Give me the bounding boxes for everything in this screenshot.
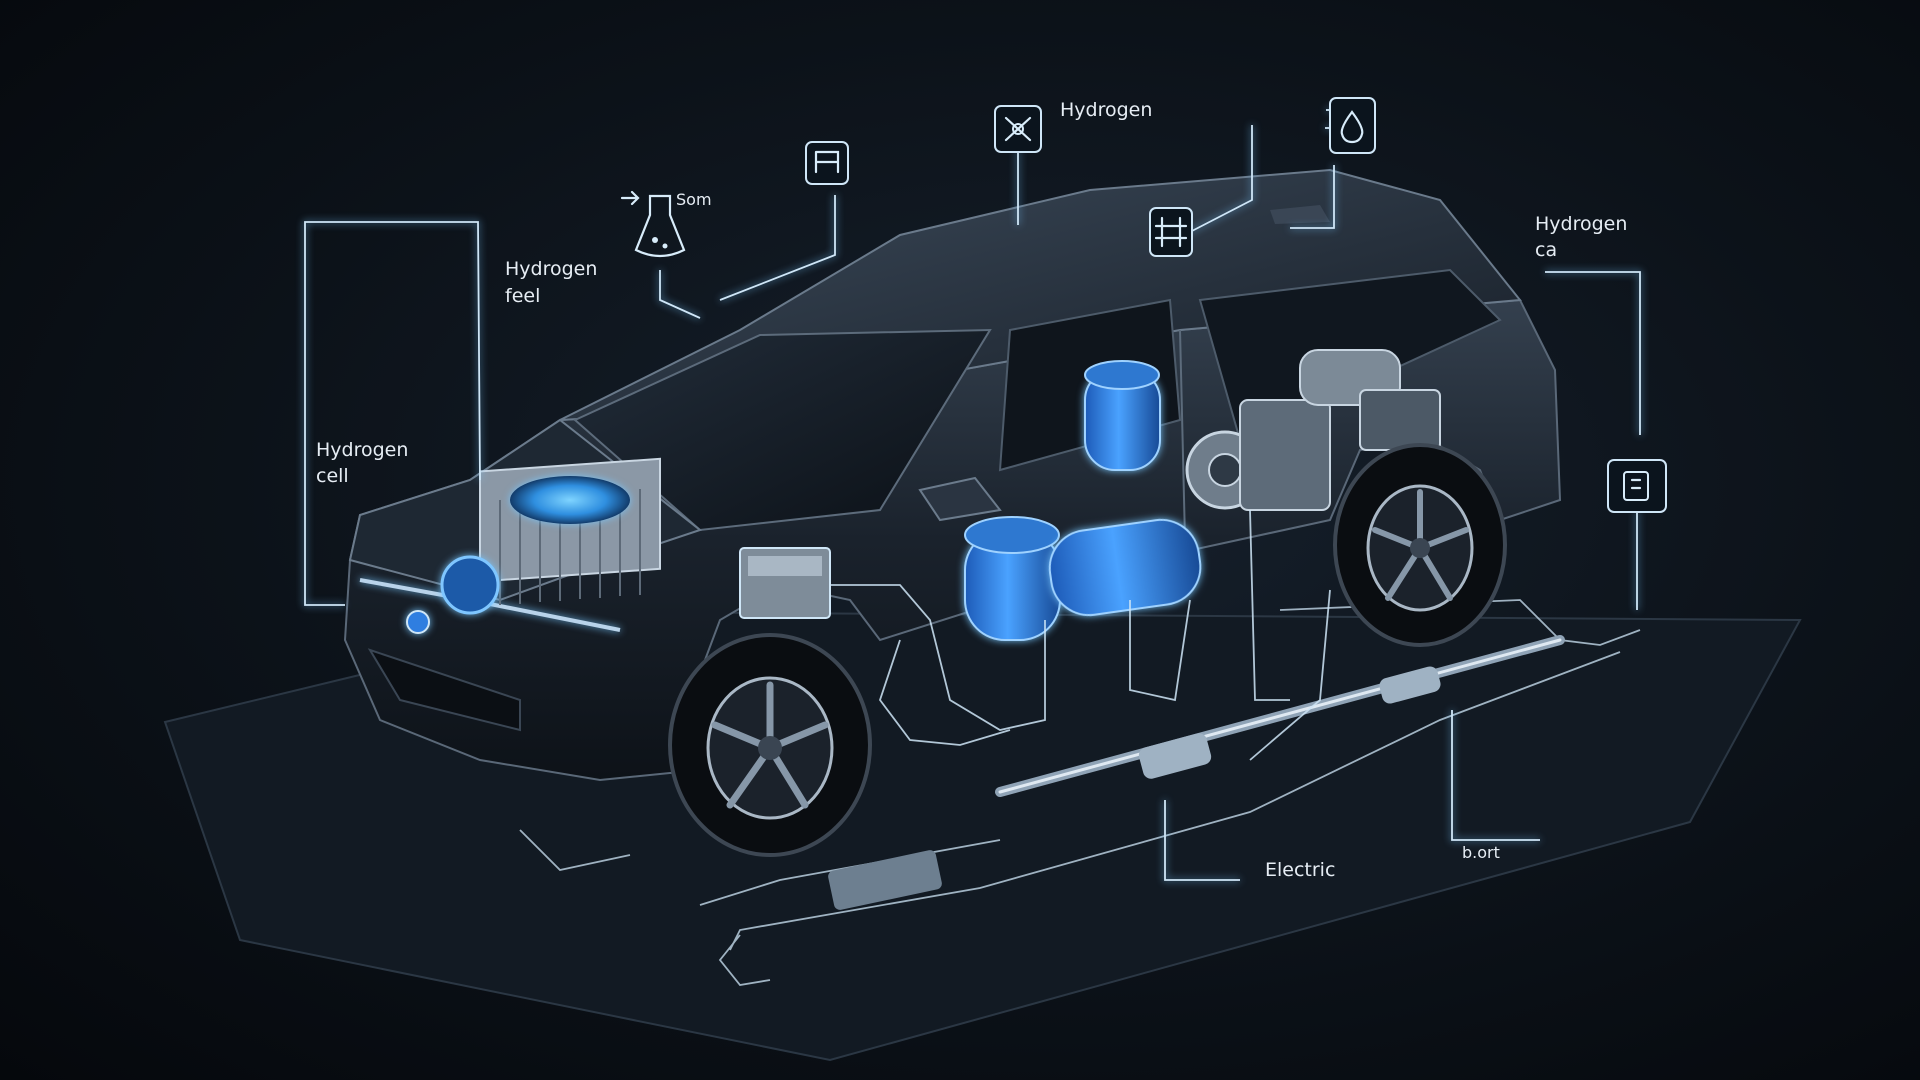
brand-logo	[406, 610, 430, 634]
fan-icon	[994, 105, 1042, 153]
rear-wheel	[1333, 443, 1507, 647]
drive-shaft	[828, 635, 1565, 910]
label-hydrogen-cell-line1: Hydrogen	[316, 439, 408, 461]
charger-icon	[1607, 459, 1667, 513]
callout-leaders	[304, 109, 1641, 881]
label-som: Som	[676, 190, 712, 209]
hydrogen-tanks	[964, 360, 1202, 641]
fuel-cell-stack	[440, 457, 661, 615]
label-hydrogen-feel-line1: Hydrogen	[505, 258, 597, 280]
label-electric: Electric	[1265, 859, 1335, 881]
flask-icon	[620, 190, 686, 258]
label-hydrogen-top: Hydrogen	[1060, 99, 1152, 121]
power-control-unit	[739, 547, 831, 619]
label-hydrogen-ca-line1: Hydrogen	[1535, 213, 1627, 235]
droplet-icon	[1329, 97, 1376, 154]
panel-icon	[805, 141, 849, 185]
label-hydrogen-feel-line2: feel	[505, 285, 540, 307]
label-hydrogen-ca-line2: ca	[1535, 239, 1557, 261]
label-hydrogen-cell-line2: cell	[316, 465, 349, 487]
grid-icon	[1149, 207, 1193, 257]
front-wheel	[668, 633, 872, 857]
label-bort: b.ort	[1462, 843, 1500, 862]
electric-motor	[1185, 349, 1441, 511]
internal-wiring	[830, 509, 1331, 761]
